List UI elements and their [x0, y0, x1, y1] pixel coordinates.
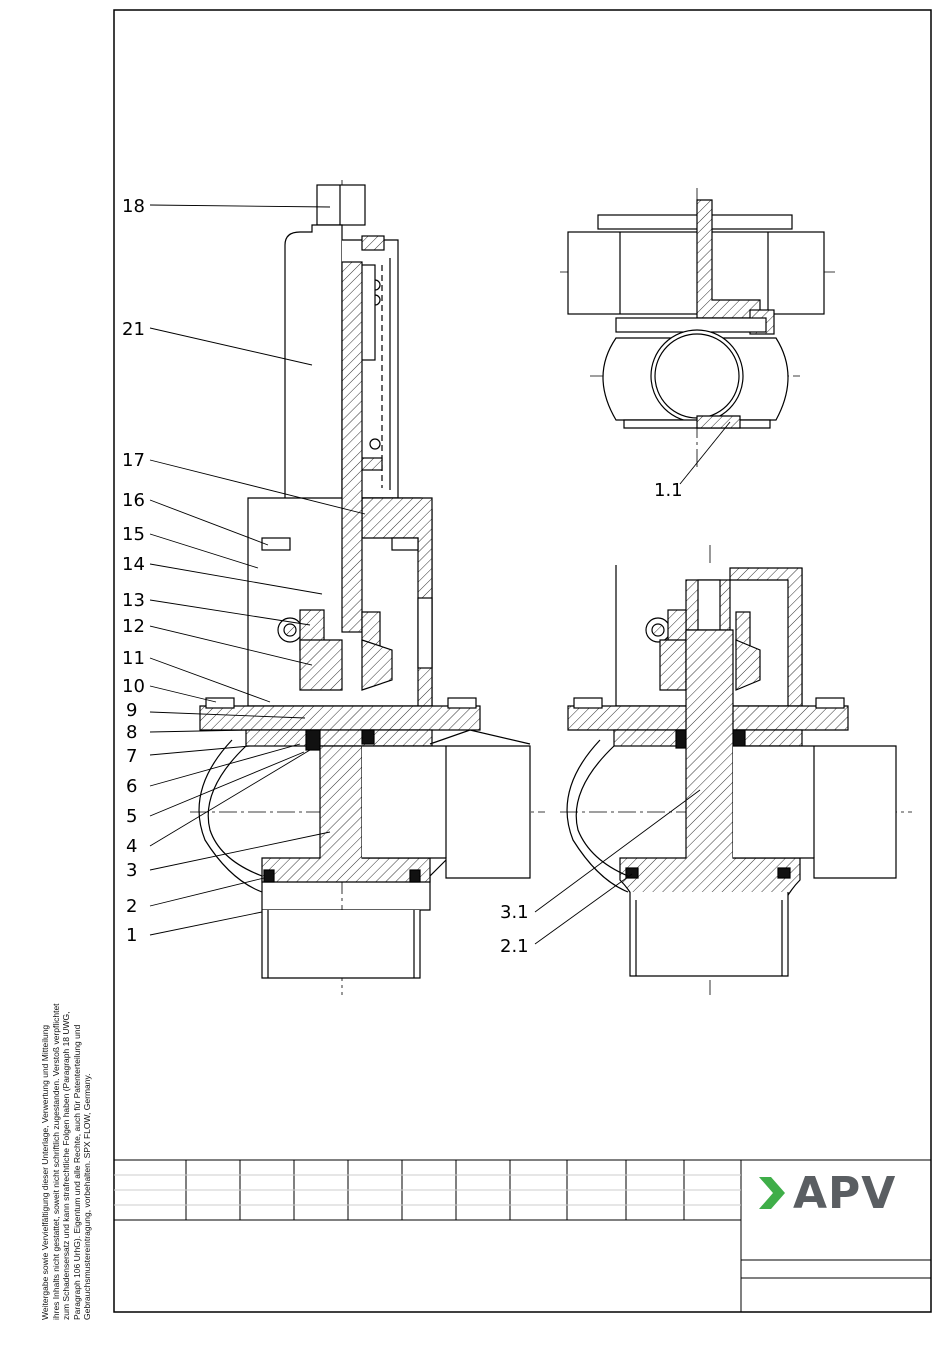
drawing-frame — [113, 9, 932, 1313]
label-11: 11 — [122, 648, 145, 669]
label-10: 10 — [122, 676, 145, 697]
label-4: 4 — [126, 836, 137, 857]
title-block — [114, 1159, 931, 1312]
legal-note: Weitergabe sowie Vervielfältigung dieser… — [40, 1003, 92, 1320]
chevron-logo-icon — [759, 1177, 785, 1209]
label-3-1: 3.1 — [500, 902, 529, 923]
label-9: 9 — [126, 700, 137, 721]
label-18: 18 — [122, 196, 145, 217]
label-12: 12 — [122, 616, 145, 637]
label-8: 8 — [126, 722, 137, 743]
label-17: 17 — [122, 450, 145, 471]
logo-text: APV — [793, 1167, 897, 1219]
variant-valve-view — [560, 545, 912, 995]
main-valve-view — [190, 180, 545, 995]
label-5: 5 — [126, 806, 137, 827]
label-1-1: 1.1 — [654, 480, 683, 501]
label-21: 21 — [122, 319, 145, 340]
label-1: 1 — [126, 925, 137, 946]
label-2-1: 2.1 — [500, 936, 529, 957]
part-labels: 18 21 17 16 15 14 13 12 11 10 9 8 7 6 5 … — [122, 196, 683, 957]
label-2: 2 — [126, 896, 137, 917]
leader-lines — [149, 204, 731, 945]
detail-top-view — [560, 188, 835, 470]
label-7: 7 — [126, 746, 137, 767]
label-15: 15 — [122, 524, 145, 545]
legal-note-container: Weitergabe sowie Vervielfältigung dieser… — [40, 880, 120, 1320]
label-6: 6 — [126, 776, 137, 797]
label-3: 3 — [126, 860, 137, 881]
apv-logo: APV — [757, 1167, 917, 1219]
label-14: 14 — [122, 554, 145, 575]
label-16: 16 — [122, 490, 145, 511]
label-13: 13 — [122, 590, 145, 611]
